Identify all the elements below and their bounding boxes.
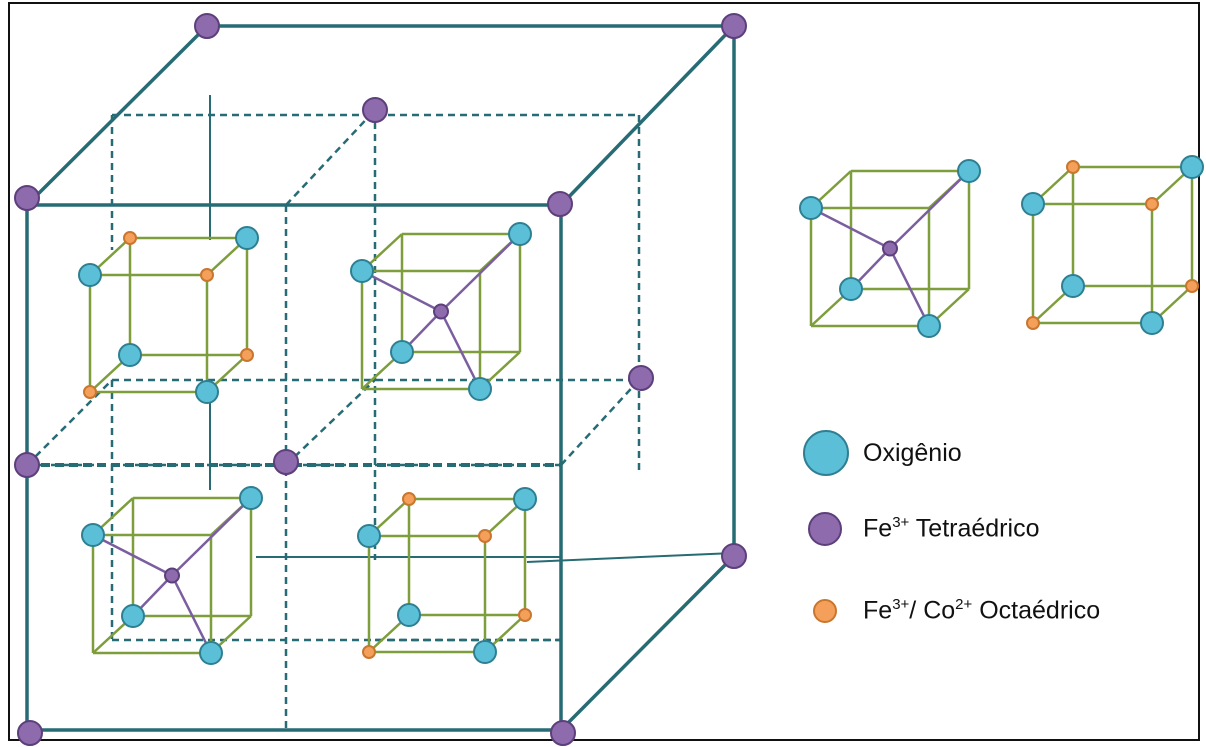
sub-cubes	[78, 155, 1204, 665]
tetra-bond	[439, 310, 482, 390]
oxygen-atom	[121, 604, 145, 628]
oxygen-atom	[118, 343, 142, 367]
legend-oxygen: Oxigênio	[803, 430, 962, 476]
oxygen-atom	[1021, 192, 1045, 216]
oxygen-atom	[357, 524, 381, 548]
connector-line	[526, 552, 735, 563]
tetrahedral-atom	[14, 185, 40, 211]
tetra-bond	[440, 233, 521, 313]
octahedral-atom	[362, 645, 376, 659]
tetrahedral-symbol	[808, 512, 842, 546]
tetrahedral-atom	[721, 13, 747, 39]
oxygen-atom	[917, 314, 941, 338]
oxygen-atom	[839, 277, 863, 301]
tetrahedral-atom	[164, 567, 180, 584]
oxygen-atom	[1061, 274, 1085, 298]
tetrahedral-subcube	[350, 222, 532, 401]
legend-tetrahedral-label: Fe3+ Tetraédrico	[863, 514, 1040, 543]
tetrahedral-atom	[433, 303, 449, 320]
oxygen-atom	[199, 641, 223, 665]
tetra-bond	[92, 533, 173, 577]
oxygen-atom	[473, 640, 497, 664]
octahedral-atom	[1026, 316, 1040, 330]
tetrahedral-subcube	[81, 486, 263, 665]
tetrahedral-atom	[550, 720, 576, 746]
octahedral-atom	[83, 385, 97, 399]
frame-edge	[559, 24, 736, 207]
octahedral-subcube	[1021, 155, 1204, 335]
oxygen-atom	[957, 159, 981, 183]
tetrahedral-atom	[194, 13, 220, 39]
octahedral-atom	[1185, 279, 1199, 293]
oxygen-atom	[195, 380, 219, 404]
oxygen-atom	[799, 196, 823, 220]
corner-atoms	[14, 13, 747, 746]
tetrahedral-atom	[14, 452, 40, 478]
oxygen-atom	[397, 603, 421, 627]
tetra-bond	[888, 247, 931, 327]
octahedral-subcube	[78, 226, 259, 404]
oxygen-atom	[1180, 155, 1204, 179]
tetra-bond	[171, 497, 252, 577]
tetrahedral-atom	[362, 97, 388, 123]
tetra-bond	[170, 574, 213, 654]
oxygen-atom	[235, 226, 259, 250]
oxygen-atom	[78, 263, 102, 287]
tetra-bond	[810, 206, 891, 250]
dashed-edge	[285, 109, 376, 206]
oxygen-atom	[1140, 311, 1164, 335]
tetra-bond	[889, 170, 970, 250]
octahedral-atom	[123, 231, 137, 245]
legend-octahedral: Fe3+/ Co2+ Octaédrico	[808, 596, 1100, 625]
tetrahedral-atom	[547, 191, 573, 217]
oxygen-atom	[390, 340, 414, 364]
octahedral-atom	[402, 492, 416, 506]
oxygen-atom	[239, 486, 263, 510]
figure-frame	[8, 2, 1200, 741]
oxygen-symbol	[803, 430, 849, 476]
tetrahedral-subcube	[799, 159, 981, 338]
legend-tetrahedral: Fe3+ Tetraédrico	[808, 512, 1039, 546]
octahedral-symbol	[813, 598, 837, 623]
framework-lines	[25, 24, 736, 732]
oxygen-atom	[508, 222, 532, 246]
tetrahedral-atom	[721, 543, 747, 569]
oxygen-atom	[350, 259, 374, 283]
legend-octahedral-label: Fe3+/ Co2+ Octaédrico	[863, 596, 1101, 625]
octahedral-atom	[1066, 160, 1080, 174]
tetrahedral-atom	[628, 365, 654, 391]
dashed-edge	[285, 379, 376, 466]
dashed-edge	[26, 379, 113, 466]
octahedral-atom	[518, 608, 532, 622]
octahedral-atom	[478, 529, 492, 543]
legend-oxygen-label: Oxigênio	[863, 438, 962, 467]
octahedral-atom	[1145, 197, 1159, 211]
octahedral-atom	[240, 348, 254, 362]
oxygen-atom	[513, 487, 537, 511]
tetrahedral-atom	[882, 240, 898, 257]
octahedral-atom	[200, 268, 214, 282]
tetrahedral-atom	[17, 720, 43, 746]
oxygen-atom	[81, 523, 105, 547]
octahedral-subcube	[357, 487, 537, 664]
tetrahedral-atom	[273, 449, 299, 475]
dashed-edge	[560, 379, 640, 466]
frame-edge	[559, 554, 736, 732]
tetra-bond	[361, 269, 442, 313]
oxygen-atom	[468, 377, 492, 401]
